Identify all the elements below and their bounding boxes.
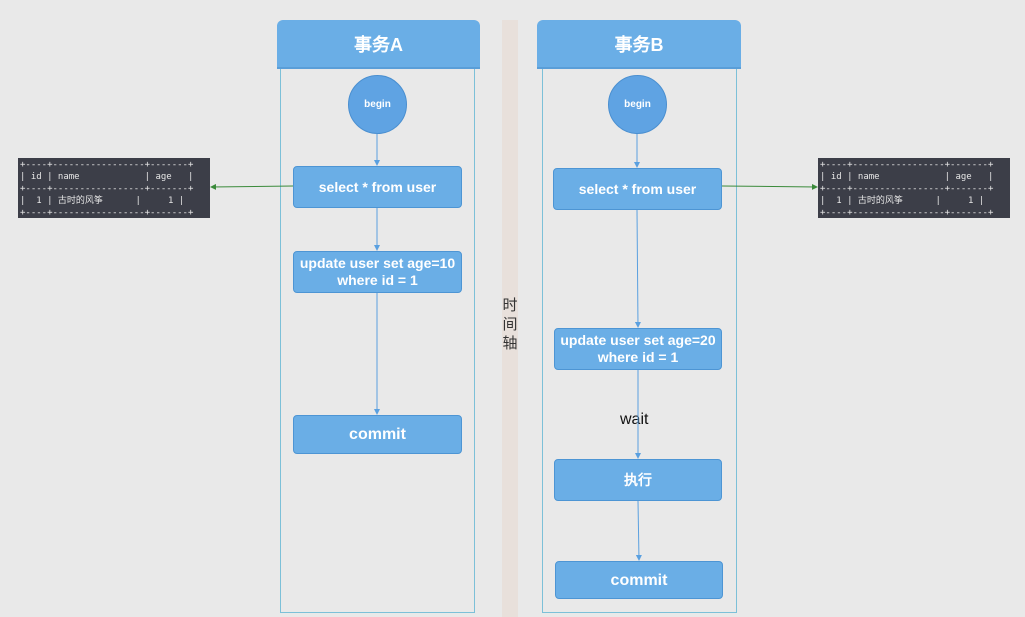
transaction-a-begin: begin <box>348 75 407 134</box>
transaction-b-update: update user set age=20 where id = 1 <box>554 328 722 370</box>
transaction-a-header: 事务A <box>277 20 480 69</box>
transaction-a-commit: commit <box>293 415 462 454</box>
transaction-b-select: select * from user <box>553 168 722 210</box>
result-table-right: +----+-----------------+-------+ | id | … <box>818 158 1010 218</box>
transaction-a-select: select * from user <box>293 166 462 208</box>
arrow <box>634 209 641 328</box>
timeline-axis-label: 时间轴 <box>502 297 518 352</box>
arrow <box>635 500 642 561</box>
result-table-left: +----+-----------------+-------+ | id | … <box>18 158 210 218</box>
transaction-b-commit: commit <box>555 561 723 599</box>
timeline-axis <box>502 20 518 617</box>
result-arrow-right <box>721 183 818 190</box>
transaction-b-header: 事务B <box>537 20 741 69</box>
wait-label: wait <box>620 411 649 428</box>
result-arrow-left <box>210 183 294 190</box>
transaction-b-begin: begin <box>608 75 667 134</box>
transaction-b-execute: 执行 <box>554 459 722 501</box>
transaction-a-update: update user set age=10 where id = 1 <box>293 251 462 293</box>
